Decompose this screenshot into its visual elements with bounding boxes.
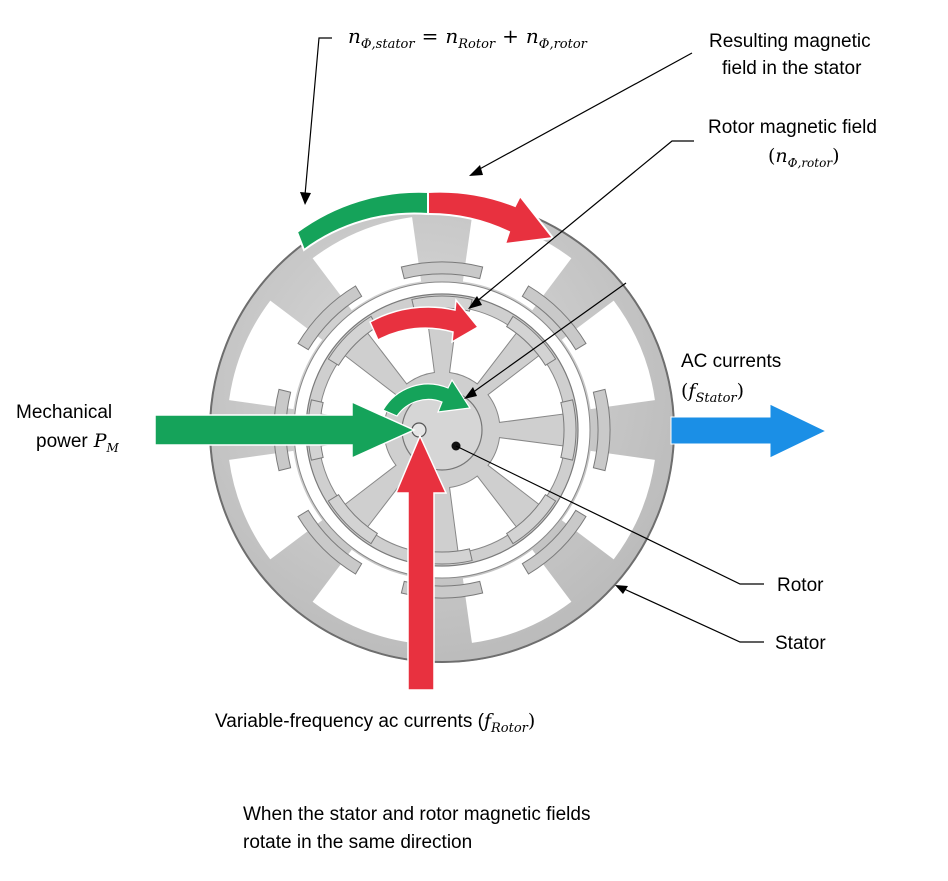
equation-leader-head — [300, 192, 311, 205]
mechanical-power-arrow — [154, 400, 416, 460]
rotor-leader — [455, 445, 764, 585]
rotor-pole-shoe — [560, 399, 577, 461]
rotor-pole-shoe — [327, 493, 379, 545]
rotor-field-symbol: (nΦ,rotor) — [768, 145, 840, 170]
equation: nΦ,stator=nRotor+nΦ,rotor — [348, 24, 588, 52]
ac-output-arrow — [670, 403, 828, 459]
stator-pole-shoe — [592, 388, 611, 472]
stator-pole-shoe — [521, 285, 587, 351]
caption-line-1: When the stator and rotor magnetic field… — [243, 804, 590, 825]
stator-pole-shoe — [297, 509, 363, 575]
stator-pole-shoe — [297, 285, 363, 351]
resulting-arrow-leader — [471, 282, 627, 394]
variable-frequency-label: Variable-frequency ac currents (fRotor) — [215, 710, 535, 736]
rotor-pole-shoe — [327, 315, 379, 367]
stator-label: Stator — [775, 633, 826, 654]
stator-leader-head — [615, 585, 628, 594]
rotor-field-leader — [475, 140, 694, 303]
resulting-field-leader-head — [469, 165, 483, 176]
rotor-pole-shoe — [505, 493, 557, 545]
resulting-field-label-2: field in the stator — [722, 58, 862, 79]
ac-currents-symbol: (fStator) — [681, 380, 744, 406]
resulting-field-green-arrow — [382, 378, 472, 417]
mechanical-power-label-1: Mechanical — [16, 402, 112, 423]
rotor-field-label: Rotor magnetic field — [708, 117, 877, 138]
ac-currents-label: AC currents — [681, 351, 781, 372]
rotor-current-arrow — [394, 434, 448, 691]
rotor-label: Rotor — [777, 575, 824, 596]
stator-pole-shoe — [400, 261, 484, 280]
rotor-pole-shoe — [505, 315, 557, 367]
stator-poles — [273, 261, 611, 599]
rotor-field-leader-head — [468, 296, 482, 309]
equation-leader — [304, 37, 332, 196]
caption-line-2: rotate in the same direction — [243, 832, 472, 853]
stator-field-red-arrow — [427, 190, 555, 246]
resulting-field-leader — [475, 52, 693, 172]
stator-leader — [621, 587, 764, 643]
stator-pole-shoe — [521, 509, 587, 575]
resulting-field-label-1: Resulting magnetic — [709, 31, 871, 52]
rotor-field-red-arrow — [369, 298, 480, 344]
resulting-arrow-leader-head — [464, 387, 477, 399]
